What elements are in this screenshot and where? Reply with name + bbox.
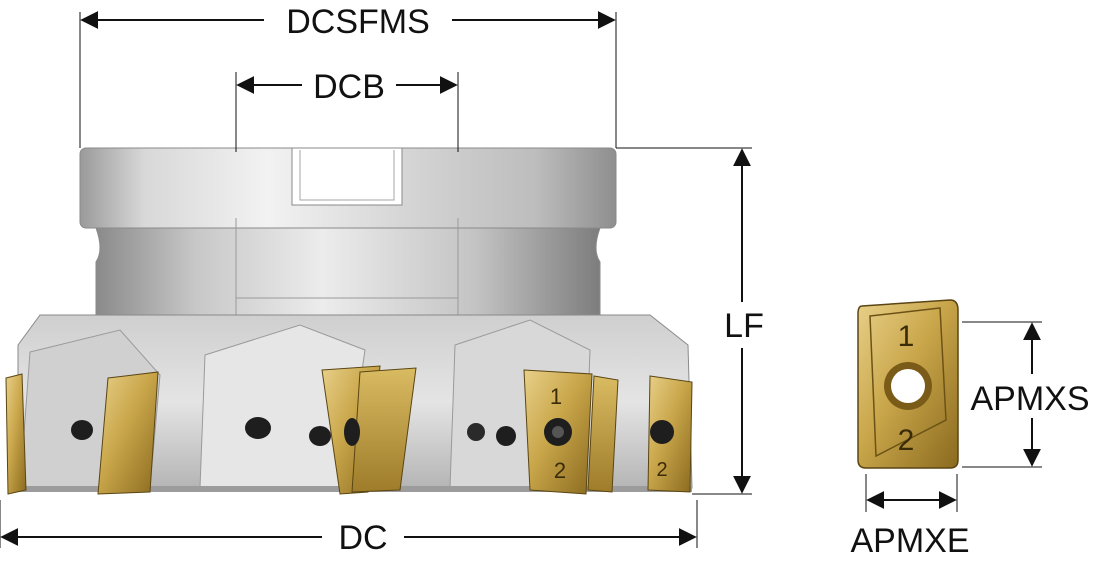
insert-screw (650, 420, 674, 444)
cutter-insert-mark-2: 2 (554, 458, 566, 483)
label-dcsfms: DCSFMS (286, 3, 430, 41)
coolant-hole (245, 417, 271, 439)
cutter-insert-mark-2b: 2 (656, 459, 667, 481)
insert-screw (344, 418, 360, 446)
cutter-insert (5, 373, 27, 495)
insert-mark-2: 2 (898, 424, 915, 457)
label-dc: DC (338, 519, 387, 557)
cutter-inserts: 1 2 2 (5, 365, 693, 495)
label-dcb: DCB (313, 68, 385, 106)
cutter-insert (97, 371, 159, 495)
cutter-insert (351, 367, 417, 493)
insert-detail: 1 2 (857, 299, 959, 469)
cutter-neck (95, 227, 601, 316)
label-apmxs: APMXS (970, 380, 1089, 418)
cutter-insert (587, 375, 619, 493)
label-apmxe: APMXE (850, 522, 969, 560)
coolant-hole (496, 426, 516, 446)
coolant-hole (71, 420, 93, 440)
coolant-hole (467, 423, 485, 441)
insert-mark-1: 1 (898, 320, 915, 353)
coolant-hole (309, 426, 331, 446)
key-slot (291, 147, 403, 206)
label-lf: LF (724, 307, 764, 345)
dimension-lines (0, 11, 1042, 548)
cutter-insert-mark-1: 1 (550, 384, 562, 409)
